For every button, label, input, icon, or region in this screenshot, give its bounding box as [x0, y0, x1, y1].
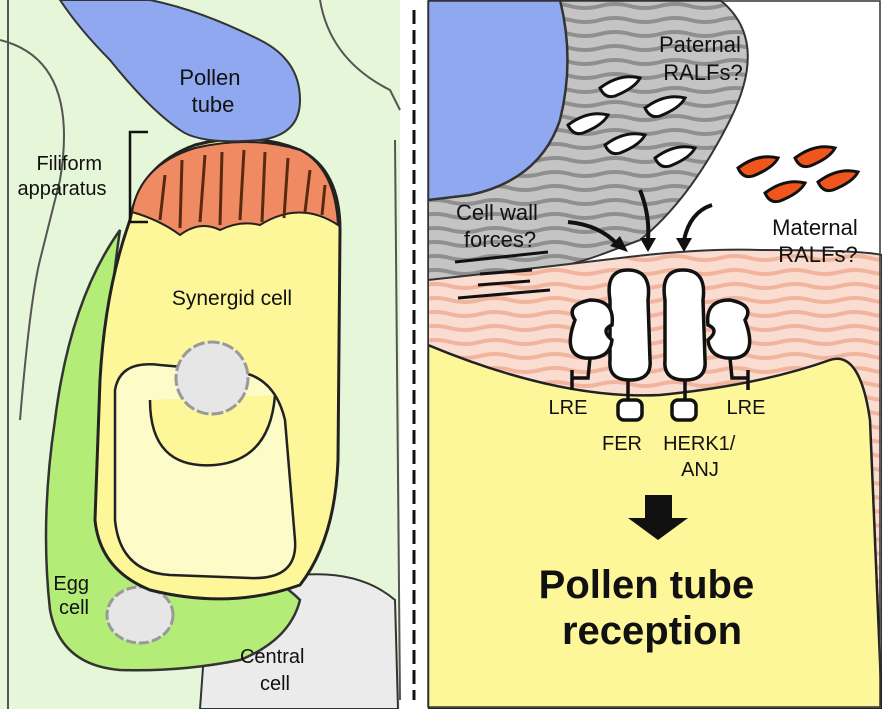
label-synergid-cell: Synergid cell [172, 287, 292, 310]
label-outcome-1: Pollen tube [539, 563, 755, 607]
label-lre-left: LRE [549, 397, 588, 419]
label-filiform-1: Filiform [36, 153, 102, 175]
label-cellwall-1: Cell wall [456, 200, 538, 225]
label-fer: FER [602, 433, 642, 455]
label-paternal-1: Paternal [659, 32, 741, 57]
label-pollen-tube-2: tube [192, 92, 235, 117]
synergid-nucleus [176, 342, 248, 414]
label-egg-2: cell [59, 597, 89, 619]
right-panel: Paternal RALFs? Maternal RALFs? Cell wal… [428, 0, 882, 709]
label-paternal-2: RALFs? [663, 60, 742, 85]
label-outcome-2: reception [562, 609, 742, 653]
label-herk-1: HERK1/ [663, 433, 736, 455]
label-central-1: Central [240, 646, 304, 668]
label-maternal-2: RALFs? [778, 242, 857, 267]
label-central-2: cell [260, 673, 290, 695]
label-egg-1: Egg [53, 573, 89, 595]
egg-nucleus [107, 587, 173, 643]
label-lre-right: LRE [727, 397, 766, 419]
label-maternal-1: Maternal [772, 215, 858, 240]
label-herk-2: ANJ [681, 459, 719, 481]
label-cellwall-2: forces? [464, 227, 536, 252]
label-filiform-2: apparatus [18, 178, 107, 200]
label-pollen-tube-1: Pollen [179, 65, 240, 90]
left-panel: Pollen tube Filiform apparatus Synergid … [0, 0, 400, 709]
